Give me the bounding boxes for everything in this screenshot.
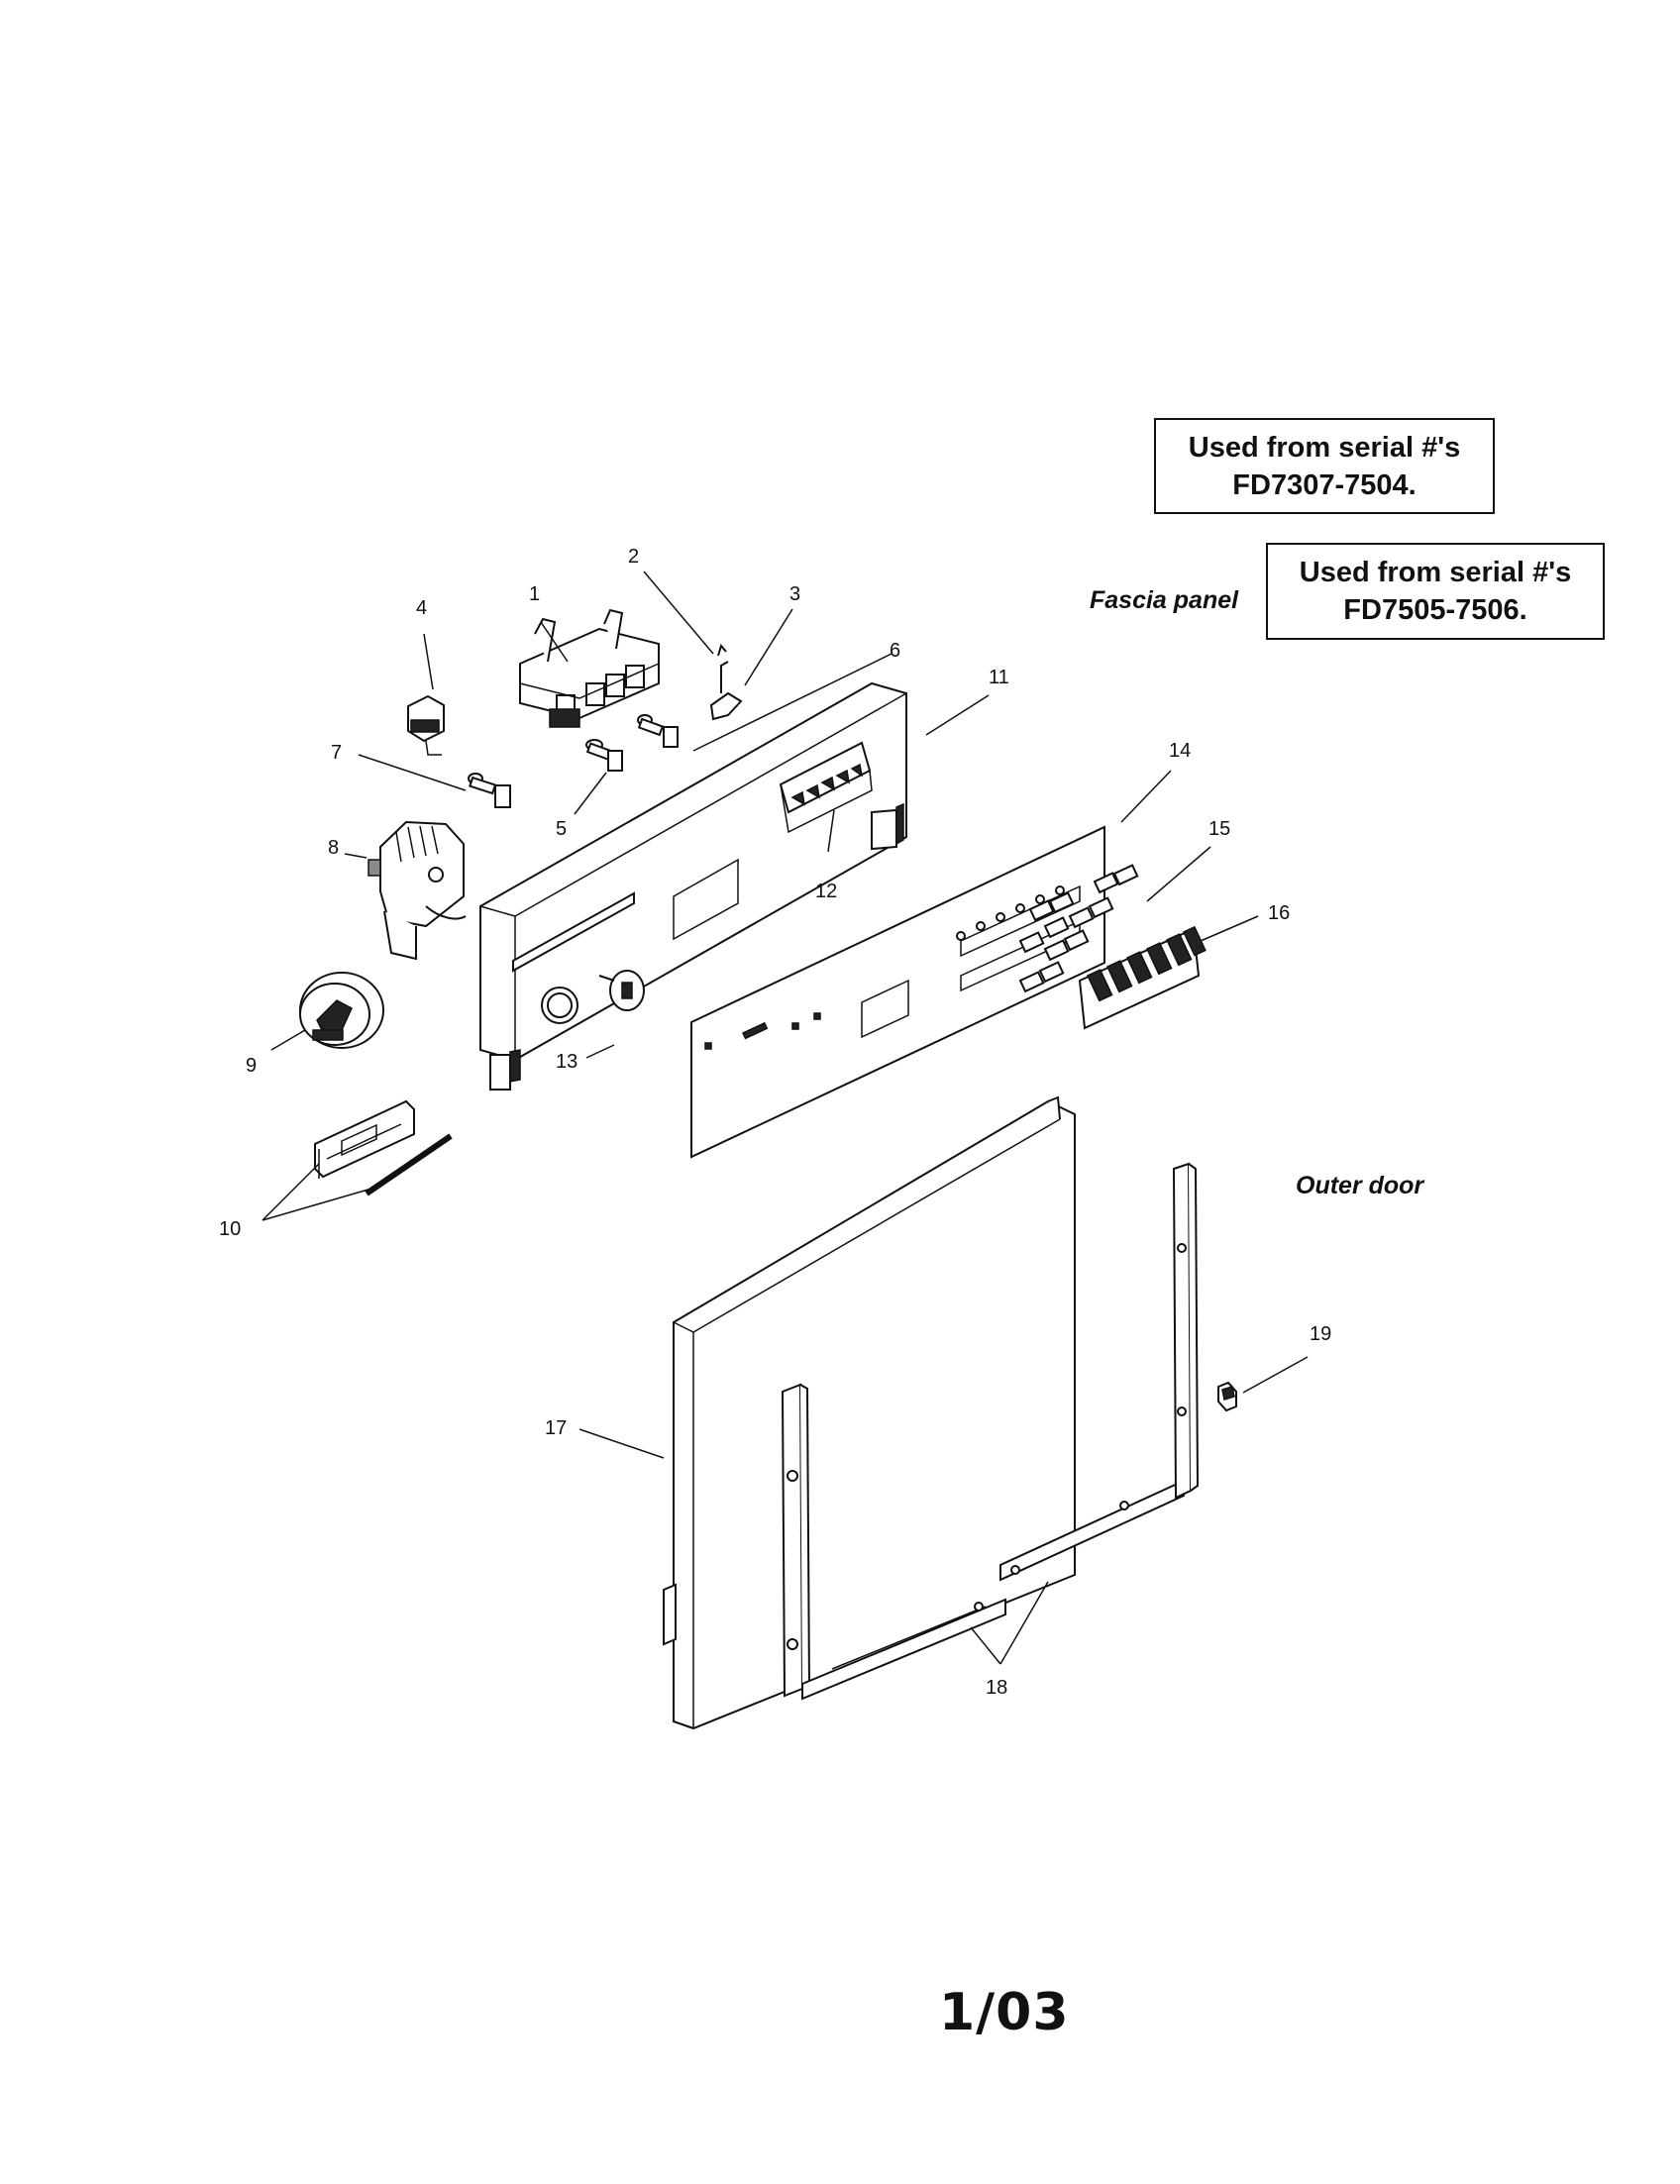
serial-note-2-line1: Used from serial #'s bbox=[1299, 557, 1572, 588]
page-code: 1/03 bbox=[939, 1983, 1070, 2042]
serial-note-2: Used from serial #'s FD7505-7506. bbox=[1266, 543, 1605, 640]
serial-note-1: Used from serial #'s FD7307-7504. bbox=[1154, 418, 1495, 514]
serial-note-2-line2: FD7505-7506. bbox=[1343, 594, 1527, 626]
spring-row-4 bbox=[1018, 961, 1065, 993]
serial-note-1-line1: Used from serial #'s bbox=[1188, 432, 1461, 464]
leader-lines bbox=[262, 571, 1309, 1665]
spring-row-1 bbox=[1028, 864, 1139, 922]
part-5-pushbutton-pin bbox=[585, 739, 623, 772]
callout-13: 13 bbox=[556, 1051, 578, 1073]
callout-8: 8 bbox=[328, 837, 339, 859]
callout-7: 7 bbox=[331, 742, 342, 764]
part-9-dial bbox=[299, 972, 384, 1049]
part-13-knob-shaft bbox=[598, 970, 645, 1011]
section-label-outer-door: Outer door bbox=[1296, 1172, 1424, 1199]
spring-row-2 bbox=[1043, 896, 1114, 939]
callout-18: 18 bbox=[986, 1677, 1007, 1699]
callout-1: 1 bbox=[529, 583, 540, 605]
part-12-button-block bbox=[779, 741, 873, 834]
part-1-switch-housing bbox=[519, 608, 660, 728]
part-7-pushbutton-pin bbox=[468, 773, 511, 808]
part-17-outer-door-panel bbox=[663, 1095, 1076, 1730]
callout-6: 6 bbox=[890, 640, 900, 662]
callout-17: 17 bbox=[545, 1417, 567, 1439]
part-18-door-frame-trims bbox=[781, 1162, 1200, 1701]
part-15-springs bbox=[1018, 864, 1139, 993]
part-19-screw bbox=[1217, 1381, 1237, 1412]
callout-19: 19 bbox=[1310, 1323, 1331, 1345]
part-3-latch bbox=[709, 661, 743, 721]
callout-4: 4 bbox=[416, 597, 427, 619]
callout-14: 14 bbox=[1169, 740, 1191, 762]
serial-note-1-line2: FD7307-7504. bbox=[1232, 469, 1417, 501]
callout-15: 15 bbox=[1208, 818, 1230, 840]
callout-16: 16 bbox=[1268, 902, 1290, 924]
callout-9: 9 bbox=[246, 1055, 257, 1077]
part-16-button-caps bbox=[1078, 925, 1207, 1030]
part-6-pushbutton-pin bbox=[637, 714, 679, 748]
callout-numbers: 1 2 3 4 5 6 7 8 9 10 11 12 13 14 15 16 1… bbox=[219, 546, 1331, 1699]
callout-10: 10 bbox=[219, 1218, 241, 1240]
spring-row-3 bbox=[1018, 929, 1090, 962]
callout-11: 11 bbox=[989, 667, 1009, 688]
callout-3: 3 bbox=[789, 583, 800, 605]
callout-5: 5 bbox=[556, 818, 567, 840]
part-10-handle-strip bbox=[314, 1099, 453, 1196]
callout-2: 2 bbox=[628, 546, 639, 568]
part-8-timer bbox=[368, 820, 467, 961]
part-4-microswitch bbox=[407, 694, 445, 756]
part-2-clip bbox=[717, 643, 727, 657]
callout-12: 12 bbox=[815, 881, 837, 902]
section-label-fascia-panel: Fascia panel bbox=[1090, 586, 1239, 614]
